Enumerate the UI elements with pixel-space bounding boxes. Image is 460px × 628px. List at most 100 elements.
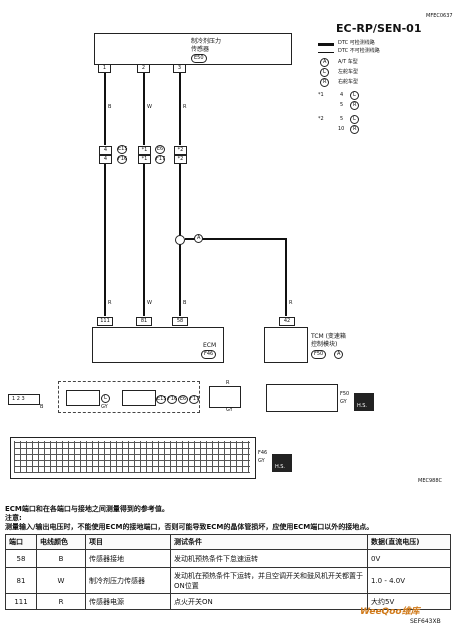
connector-tag-e15: E15: [156, 395, 167, 404]
table-header-row: 端口 电线颜色 项目 测试条件 数据(直流电压): [5, 534, 451, 550]
legend-line-thin: [318, 52, 334, 53]
connector-c2-sym: L: [101, 394, 110, 403]
note2-sym-b: R: [350, 125, 360, 134]
note1-label: *1: [318, 92, 324, 98]
table-row: 111 R 传感器电源 点火开关ON 大约5V: [5, 593, 451, 610]
junction-pin-left: 4: [99, 146, 112, 155]
connector-tag-e6: E6: [178, 395, 188, 404]
legend-line-bold: [318, 43, 334, 46]
sensor-connector: E50: [191, 54, 207, 63]
ecm-pin-81: 81: [136, 317, 152, 326]
connector-c3: [122, 390, 156, 406]
junction-pin-right: *2: [174, 146, 187, 155]
connector-c2-color: GY: [101, 404, 108, 410]
wire-w-lower: [143, 164, 145, 316]
table-row: 58 B 传感器接地 发动机预热条件下怠速运转 0V: [5, 549, 451, 568]
ecm-pin-111: 111: [97, 317, 113, 326]
junction-pin-mid: *1: [138, 146, 151, 155]
cell-item: 传感器电源: [85, 593, 171, 610]
connector-c1-color: B: [40, 404, 44, 410]
legend-l-symbol: L: [320, 68, 329, 77]
wire-color-r-bottom: R: [108, 300, 112, 306]
connector-f46-hs-label: H.S.: [275, 464, 286, 470]
sensor-name-line1: 制冷剂压力: [191, 38, 222, 45]
connector-f50-label: F50: [340, 391, 350, 397]
junction-mid-bottom: F17: [155, 155, 166, 164]
wire-color-b-bottom: B: [183, 300, 187, 306]
connector-f50-hs: H.S.: [354, 393, 374, 411]
legend-r-symbol: R: [320, 78, 330, 87]
col-item: 项目: [85, 534, 171, 550]
legend-r-text: 右舵车型: [338, 79, 359, 85]
connector-mid-color: GY: [226, 407, 233, 413]
ecm-box: ECM F46: [92, 327, 224, 363]
legend-not-detectable: DTC 不可检测线路: [338, 48, 380, 54]
tcm-connector-sym: A: [334, 350, 344, 359]
col-data: 数据(直流电压): [367, 534, 451, 550]
diagram-code-small: MFEC0637: [426, 13, 453, 19]
cell-condition: 发动机预热条件下怠速运转: [170, 549, 368, 568]
note1-sym-a: L: [350, 91, 359, 100]
note2-label: *2: [318, 116, 324, 122]
cell-data: 0V: [367, 549, 451, 568]
col-condition: 测试条件: [170, 534, 368, 550]
connector-f50-hs-label: H.S.: [357, 403, 368, 409]
cell-wire-color: W: [36, 567, 86, 594]
wire-color-b-top: B: [108, 104, 112, 110]
cell-wire-color: R: [36, 593, 86, 610]
wire-b-upper: [104, 73, 106, 145]
cell-condition: 点火开关ON: [170, 593, 368, 610]
cell-item: 制冷剂压力传感器: [85, 567, 171, 594]
junction-pin-right-lower: *2: [174, 155, 187, 164]
cell-item: 传感器接地: [85, 549, 171, 568]
cell-condition: 发动机在预热条件下运转，并且空调开关和鼓风机开关都置于ON位置: [170, 567, 368, 594]
wire-color-r-top: R: [183, 104, 187, 110]
wire-b-lower: [104, 164, 106, 316]
junction-pin-mid-lower: *1: [138, 155, 151, 164]
sensor-pin-2: 2: [137, 64, 150, 73]
connector-tag-f17: F17: [189, 395, 200, 404]
footer-code: SEF643XB: [410, 618, 441, 625]
wire-r-upper: [179, 73, 181, 145]
connector-c1-pins: 1 2 3: [12, 396, 25, 402]
notes-heading: ECM端口和在各端口与接地之间测量得到的参考值。: [5, 505, 169, 513]
note2-b: 10: [338, 126, 345, 132]
notes-label: 注意:: [5, 514, 22, 522]
wire-color-w-bottom: W: [147, 300, 152, 306]
wire-color-w-top: W: [147, 104, 152, 110]
note1-b: 5: [340, 102, 344, 108]
tcm-pin-42: 42: [279, 317, 295, 326]
wire-branch-vertical: [285, 238, 287, 316]
note2-a: 5: [340, 116, 344, 122]
ecm-name: ECM: [203, 342, 217, 349]
page-title: EC-RP/SEN-01: [336, 22, 422, 35]
wire-branch-horizontal: [185, 238, 286, 240]
cell-terminal: 81: [5, 567, 37, 594]
refrigerant-pressure-sensor: 制冷剂压力 传感器 E50: [94, 33, 292, 65]
legend: DTC 可检测线路 DTC 不可检测线路 A A/T 车型 L 左舵车型 R 右…: [318, 40, 448, 138]
table-row: 81 W 制冷剂压力传感器 发动机在预热条件下运转，并且空调开关和鼓风机开关都置…: [5, 567, 451, 594]
note1-a: 4: [340, 92, 344, 98]
reference-table: 端口 电线颜色 项目 测试条件 数据(直流电压) 58 B 传感器接地 发动机预…: [5, 534, 451, 610]
connector-f46-label: F46: [258, 450, 268, 456]
sensor-name-line2: 传感器: [191, 46, 210, 53]
connector-mid-sym: R: [226, 380, 230, 386]
junction-pin-left-lower: 4: [99, 155, 112, 164]
legend-at-text: A/T 车型: [338, 59, 358, 65]
note2-sym-a: L: [350, 115, 359, 124]
junction-left-top: E15: [117, 145, 128, 154]
cell-wire-color: B: [36, 549, 86, 568]
col-terminal: 端口: [5, 534, 37, 550]
note1-sym-b: R: [350, 101, 360, 110]
watermark: WeeQoo维库: [360, 607, 420, 617]
tcm-box: [264, 327, 308, 363]
diagram-code: MEC988C: [418, 478, 442, 484]
wire-w-upper: [143, 73, 145, 145]
notes-text: 测量输入/输出电压时，不能使用ECM的接地端口，否则可能导致ECM的晶体管损坏，…: [5, 523, 374, 531]
cell-data: 1.0 - 4.0V: [367, 567, 451, 594]
legend-l-text: 左舵车型: [338, 69, 359, 75]
connector-f46-hs: H.S.: [272, 454, 292, 472]
connector-mid: [209, 386, 241, 408]
tcm-name-line1: TCM (变速箱: [311, 333, 346, 340]
connector-f46-color: GY: [258, 458, 265, 464]
